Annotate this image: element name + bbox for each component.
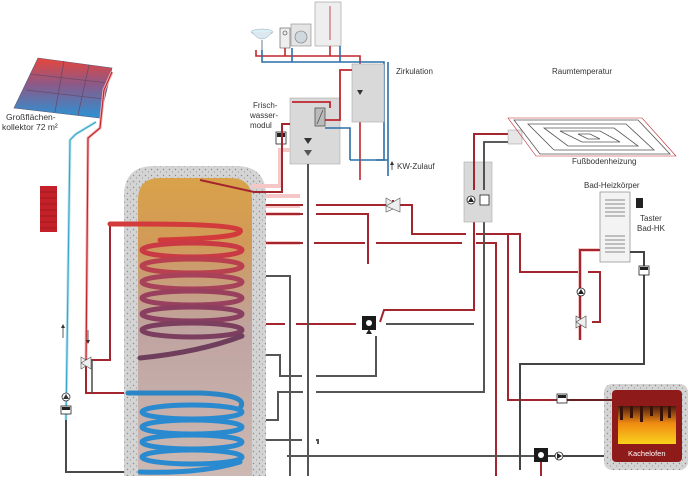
floor-meter-icon	[479, 194, 490, 206]
solar-collector	[13, 57, 113, 119]
radiator-pipes	[519, 248, 645, 470]
brick-wall-icon	[40, 186, 57, 232]
floor-heating-loop	[507, 117, 677, 157]
kw-zulauf-label: KW-Zulauf	[397, 162, 435, 171]
cold-water-inlet	[350, 62, 394, 176]
kachelofen-label: Kachelofen	[628, 449, 666, 458]
stove-pump-icon	[554, 451, 564, 461]
radiator-meter-icon	[638, 265, 650, 276]
circulation-check-valve-icon	[357, 90, 363, 95]
three-way-valve-top-icon	[385, 197, 401, 213]
radiator-pump-icon	[576, 287, 586, 297]
collector-flow-arrow	[86, 330, 90, 344]
collector-meter-icon	[60, 405, 72, 415]
fussbodenheizung-label: Fußbodenheizung	[572, 157, 637, 166]
circulation-unit	[351, 63, 385, 123]
collector-label-line1: Großflächen-	[6, 112, 56, 122]
sink-icon	[250, 28, 274, 50]
washing-machine-icon	[290, 23, 312, 47]
upper-heating-coil	[107, 221, 245, 361]
collector-return-arrow	[61, 324, 65, 338]
frischwasser-label-line1: Frisch-	[253, 101, 278, 110]
tank-connection-pipes	[199, 123, 578, 476]
stove-pipes	[536, 399, 612, 457]
bad-heizkoerper-label: Bad-Heizkörper	[584, 181, 640, 190]
collector-pump-icon	[61, 392, 71, 402]
floor-heating-station	[463, 133, 512, 223]
module-check-valve-icon	[304, 138, 312, 144]
tiled-stove	[604, 384, 688, 470]
taster-label-line2: Bad-HK	[637, 224, 666, 233]
lower-solar-coil	[125, 390, 245, 475]
taster-label-line1: Taster	[640, 214, 662, 223]
frischwasser-label-line3: modul	[250, 121, 272, 130]
mixing-valve-center-icon	[362, 316, 376, 334]
bathroom-radiator	[599, 191, 631, 263]
water-heater-icon	[314, 1, 342, 47]
zirkulation-label: Zirkulation	[396, 67, 433, 76]
collector-pipes	[64, 71, 128, 473]
stove-meter-icon	[556, 393, 568, 404]
radiator-valve-icon	[575, 315, 587, 329]
faucet-unit-icon	[279, 27, 291, 49]
collector-valve-icon	[80, 356, 92, 370]
collector-label-line2: kollektor 72 m²	[2, 122, 58, 132]
stove-mixing-valve-icon	[534, 448, 548, 462]
frischwasser-label-line2: wasser-	[250, 111, 279, 120]
radiator-button-icon	[636, 198, 643, 208]
raumtemperatur-label: Raumtemperatur	[552, 67, 613, 76]
